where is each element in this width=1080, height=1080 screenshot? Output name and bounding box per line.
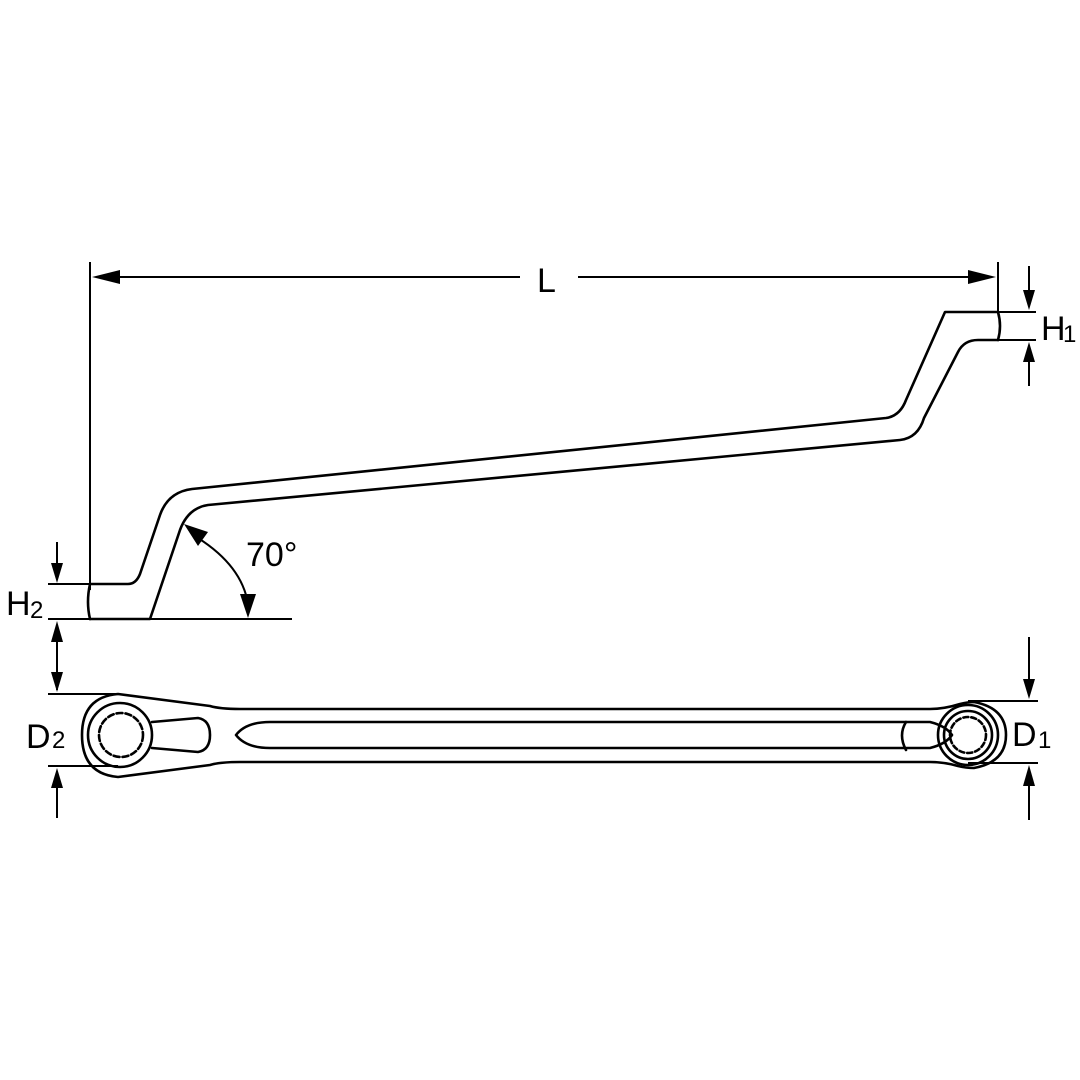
- arrow-up-icon: [1023, 765, 1035, 786]
- side-view: [86, 310, 1002, 621]
- dimension-length: L: [89, 262, 999, 590]
- length-label: L: [537, 262, 556, 300]
- svg-text:1: 1: [1038, 727, 1051, 754]
- arrow-down-icon: [51, 672, 63, 692]
- angle-label: 70°: [246, 536, 297, 574]
- arrow-up-icon: [51, 621, 63, 642]
- dimension-angle: 70°: [184, 524, 297, 618]
- dimension-d1: D 1: [968, 637, 1051, 820]
- arrow-down-icon: [51, 563, 63, 583]
- arrowhead-left-icon: [92, 270, 120, 284]
- ring-left-12point-icon: [97, 711, 145, 759]
- svg-text:1: 1: [1063, 321, 1076, 348]
- angle-arrow-top-icon: [184, 524, 208, 546]
- top-view: [80, 692, 1008, 779]
- svg-text:2: 2: [30, 597, 43, 624]
- arrow-up-icon: [51, 768, 63, 788]
- arrow-down-icon: [1023, 679, 1035, 699]
- dimension-h1: H 1: [998, 266, 1076, 386]
- ring-left-outer: [86, 701, 154, 769]
- ring-right-outer: [936, 703, 1000, 767]
- arrow-down-icon: [1023, 290, 1035, 310]
- h2-label: H: [6, 585, 31, 623]
- arrowhead-right-icon: [968, 270, 996, 284]
- svg-text:2: 2: [52, 727, 65, 754]
- d2-label: D: [26, 718, 51, 756]
- ring-right-12point-icon: [948, 715, 988, 755]
- dimension-d2: D 2: [26, 672, 118, 818]
- arrow-up-icon: [1023, 342, 1035, 362]
- center-slot: [234, 720, 954, 750]
- h1-label: H: [1041, 310, 1066, 348]
- d1-label: D: [1012, 716, 1037, 754]
- angle-arrow-bottom-icon: [240, 594, 256, 618]
- dimension-h2: H 2: [6, 542, 292, 690]
